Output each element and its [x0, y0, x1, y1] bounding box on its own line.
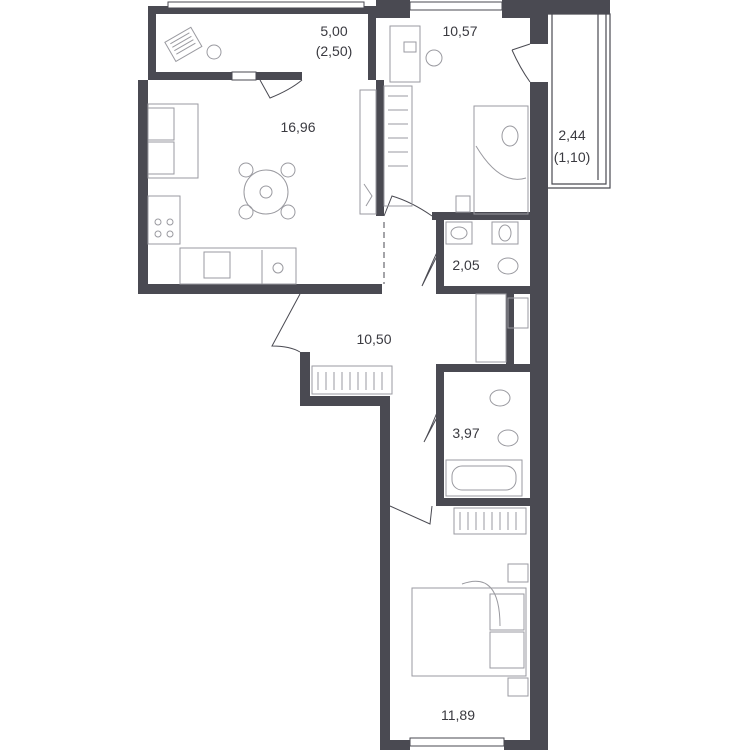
- window-bedroom-bottom: [409, 737, 505, 747]
- desk-icon: [389, 25, 443, 83]
- bed-bottom-icon: [411, 580, 527, 677]
- kitchen-shelf-icon: [359, 89, 377, 215]
- window-balcony-top: [167, 1, 365, 9]
- sofa-icon: [147, 103, 199, 179]
- nightstand-icon: [507, 563, 529, 583]
- dining-table-icon: [238, 162, 296, 220]
- area-balcony-right: 2,44: [558, 127, 585, 143]
- area-balcony-top-sub: (2,50): [316, 43, 353, 59]
- kitchen-counter-icon: [147, 195, 297, 285]
- wardrobe-top-icon: [383, 85, 413, 207]
- area-bathroom: 3,97: [452, 425, 479, 441]
- bathroom-fixtures-icon: [445, 389, 523, 497]
- wardrobe-bottom-icon: [453, 507, 527, 535]
- area-kitchen-living: 16,96: [280, 119, 315, 135]
- lounger-icon: [164, 26, 203, 63]
- area-bedroom-bottom: 11,89: [441, 707, 475, 723]
- area-wc: 2,05: [452, 257, 479, 273]
- area-bedroom-top: 10,57: [442, 23, 477, 39]
- plant-icon: [363, 183, 373, 207]
- area-balcony-right-sub: (1,10): [554, 149, 591, 165]
- walls: [138, 0, 610, 750]
- shoe-rack-icon: [311, 365, 393, 395]
- room-labels: 5,00 (2,50) 10,57 2,44 (1,10) 16,96 2,05…: [280, 23, 590, 723]
- window-kitchen: [231, 71, 257, 81]
- window-bedroom-top: [409, 1, 503, 11]
- sink-icon: [203, 251, 231, 279]
- washer-icon: [475, 293, 529, 363]
- area-hall: 10,50: [356, 331, 391, 347]
- area-balcony-top: 5,00: [320, 23, 347, 39]
- nightstand-icon: [507, 677, 529, 697]
- doors: [259, 43, 531, 525]
- balcony-right-outline: [548, 13, 611, 189]
- wc-fixtures-icon: [445, 221, 519, 275]
- furniture: [147, 25, 529, 697]
- nightstand-top-icon: [455, 195, 471, 213]
- windows: [167, 1, 611, 747]
- balcony-table-icon: [206, 44, 222, 60]
- bed-top-icon: [473, 105, 529, 215]
